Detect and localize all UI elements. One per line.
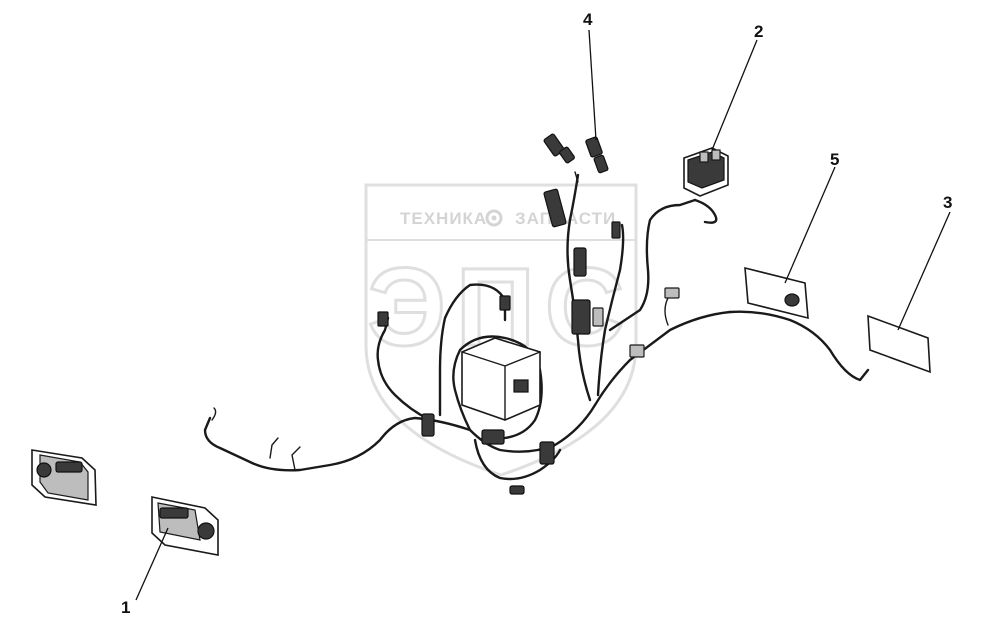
leader-2 <box>711 39 758 151</box>
leader-1 <box>135 527 169 601</box>
callout-5: 5 <box>830 150 839 169</box>
mounting-plate-3 <box>867 314 931 374</box>
vertical-branch-wire <box>566 173 592 402</box>
left-branch-stub-3 <box>211 407 217 421</box>
vertical-branch-wire-3 <box>608 198 697 332</box>
connectors <box>377 188 680 495</box>
vertical-branch-wire-2 <box>596 223 625 397</box>
connector-right-1 <box>629 344 645 358</box>
upper-arch-wire <box>438 283 507 417</box>
callout-2: 2 <box>754 22 763 41</box>
left-branch-wire <box>203 416 472 472</box>
connector-cluster <box>571 299 591 335</box>
relay-lead-wire <box>693 198 718 224</box>
leader-5 <box>784 166 836 284</box>
connector-top-arch <box>499 295 511 311</box>
headlight-left <box>31 449 97 506</box>
connector-right-2 <box>664 287 680 299</box>
connector-small-2 <box>611 221 621 239</box>
connector-mid <box>573 247 587 277</box>
left-branch-stub-1 <box>269 437 279 459</box>
module-loop-wire <box>452 335 543 440</box>
callout-3: 3 <box>943 193 952 212</box>
watermark-text-left: ТЕХНИКА <box>400 209 487 228</box>
headlight-right <box>151 496 219 556</box>
relay-block <box>683 147 729 197</box>
connector-pair <box>543 133 609 183</box>
mounting-plate-5 <box>744 266 809 320</box>
connector-top-left <box>377 311 389 327</box>
control-module <box>461 337 541 421</box>
callout-1: 1 <box>121 598 130 617</box>
central-trunk-wire <box>468 310 732 453</box>
callout-4: 4 <box>583 10 593 29</box>
left-branch-stub-2 <box>291 446 301 471</box>
main-harness <box>203 173 870 481</box>
connector-lower-2 <box>539 441 555 465</box>
right-branch-wire <box>728 310 870 382</box>
connector-lower-1 <box>481 429 505 445</box>
connector-upper-left <box>543 188 567 228</box>
watermark-shield <box>364 183 638 477</box>
left-upper-branch-wire <box>376 316 432 422</box>
connector-bottom <box>509 485 525 495</box>
connector-small-1 <box>592 307 604 327</box>
leader-4 <box>588 29 597 141</box>
gear-icon <box>485 209 503 227</box>
callout-labels: 1 2 3 4 5 <box>121 10 952 617</box>
connector-left <box>421 413 435 437</box>
leader-3 <box>897 211 951 331</box>
leader-lines <box>135 29 951 601</box>
